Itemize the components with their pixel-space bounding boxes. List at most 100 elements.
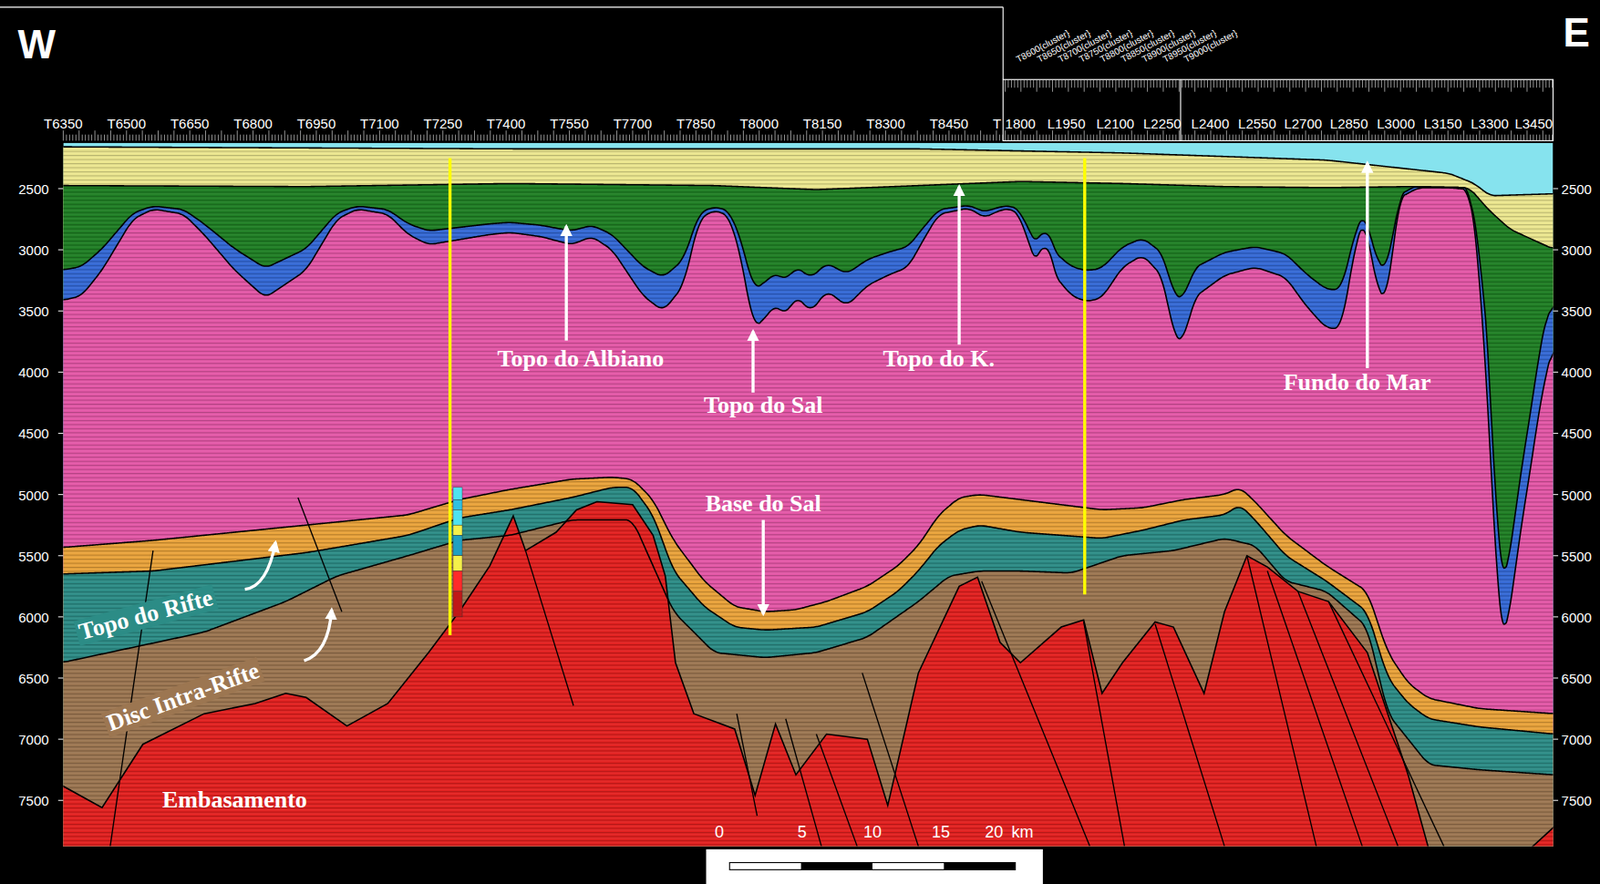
- axis-tick: [192, 134, 194, 142]
- fault-line: [1267, 571, 1363, 847]
- axis-tick: [1248, 134, 1250, 142]
- axis-tick: [1036, 79, 1038, 92]
- axis-tick: [1409, 134, 1411, 142]
- axis-tick: [1523, 134, 1525, 142]
- axis-tick: [1551, 134, 1553, 142]
- trace-number: T7250: [423, 116, 463, 131]
- axis-tick: [142, 130, 144, 141]
- axis-tick: [578, 134, 579, 142]
- axis-tick: [527, 134, 529, 142]
- line-number: L3450: [1514, 116, 1553, 131]
- axis-tick: [1454, 134, 1456, 142]
- frame-line: [0, 6, 1003, 8]
- axis-tick: [1146, 130, 1148, 141]
- horizon-label: Topo do K.: [882, 347, 995, 372]
- axis-tick: [711, 130, 713, 141]
- axis-tick: [312, 134, 314, 142]
- axis-tick: [1520, 134, 1522, 142]
- axis-tick: [448, 134, 450, 142]
- axis-tick: [887, 134, 889, 142]
- axis-tick: [1131, 79, 1133, 92]
- axis-tick: [1269, 134, 1271, 142]
- axis-tick: [72, 134, 73, 142]
- axis-tick: [1504, 79, 1506, 88]
- axis-tick: [138, 134, 140, 142]
- trace-number: T6950: [297, 116, 337, 131]
- axis-tick: [1495, 79, 1497, 92]
- axis-tick: [635, 134, 637, 142]
- axis-tick: [1437, 79, 1439, 88]
- axis-tick: [1125, 134, 1126, 142]
- axis-tick: [743, 130, 744, 141]
- axis-tick: [1428, 79, 1430, 88]
- axis-tick: [224, 134, 226, 142]
- axis-tick: [1553, 371, 1559, 373]
- axis-tick: [1510, 79, 1512, 92]
- axis-tick: [476, 134, 478, 142]
- axis-tick: [1207, 79, 1208, 88]
- well-log: [453, 591, 463, 618]
- axis-tick: [1150, 134, 1152, 142]
- trace-number: T6500: [107, 116, 147, 131]
- axis-tick: [803, 134, 805, 142]
- depth-value: 5000: [18, 487, 49, 502]
- axis-tick: [1083, 79, 1085, 92]
- axis-tick: [331, 130, 333, 141]
- trace-number: T6350: [43, 116, 83, 131]
- axis-tick: [1362, 79, 1363, 88]
- trace-number: T7850: [676, 116, 716, 131]
- axis-tick: [553, 130, 555, 141]
- axis-tick: [1295, 134, 1297, 142]
- axis-tick: [1393, 134, 1395, 142]
- axis-tick: [1466, 79, 1468, 88]
- axis-tick: [1064, 134, 1066, 142]
- axis-tick: [1491, 79, 1493, 88]
- axis-tick: [1368, 79, 1370, 92]
- line-number: L2550: [1238, 116, 1277, 131]
- axis-tick: [790, 130, 792, 141]
- axis-tick: [1526, 79, 1528, 92]
- axis-tick: [1365, 79, 1367, 88]
- axis-tick: [1413, 79, 1415, 88]
- axis-tick: [1553, 800, 1559, 802]
- axis-tick: [828, 134, 830, 142]
- axis-tick: [1061, 79, 1063, 88]
- axis-tick: [1553, 677, 1559, 679]
- axis-tick: [1039, 134, 1041, 142]
- scale-bar-segment: [801, 863, 873, 871]
- axis-tick: [1292, 134, 1294, 142]
- axis-tick: [91, 134, 93, 142]
- axis-tick: [568, 130, 570, 141]
- axis-tick: [1510, 130, 1512, 141]
- axis-tick: [721, 134, 723, 142]
- axis-tick: [941, 134, 943, 142]
- axis-tick: [549, 134, 551, 142]
- axis-tick: [1197, 79, 1199, 88]
- axis-tick: [1517, 134, 1518, 142]
- axis-tick: [166, 134, 168, 142]
- axis-tick: [1166, 134, 1167, 142]
- axis-tick: [176, 134, 178, 142]
- scale-value: 15: [931, 824, 950, 841]
- axis-tick: [394, 130, 396, 141]
- axis-tick: [1422, 79, 1424, 88]
- axis-tick: [1067, 79, 1069, 92]
- depth-value: 4500: [18, 426, 49, 441]
- axis-tick: [433, 134, 434, 142]
- axis-tick: [846, 134, 848, 142]
- axis-tick: [1447, 130, 1449, 141]
- axis-tick: [1222, 134, 1224, 142]
- axis-tick: [1419, 134, 1421, 142]
- axis-tick: [850, 134, 852, 142]
- axis-tick: [372, 134, 374, 142]
- axis-tick: [1121, 134, 1123, 142]
- axis-tick: [1482, 79, 1484, 88]
- scale-value: 20: [984, 824, 1003, 841]
- trace-number: T: [992, 116, 1002, 131]
- axis-tick: [366, 134, 368, 142]
- axis-tick: [211, 134, 213, 142]
- axis-tick: [512, 134, 514, 142]
- axis-tick: [325, 134, 327, 142]
- axis-tick: [771, 134, 773, 142]
- axis-tick: [853, 130, 855, 141]
